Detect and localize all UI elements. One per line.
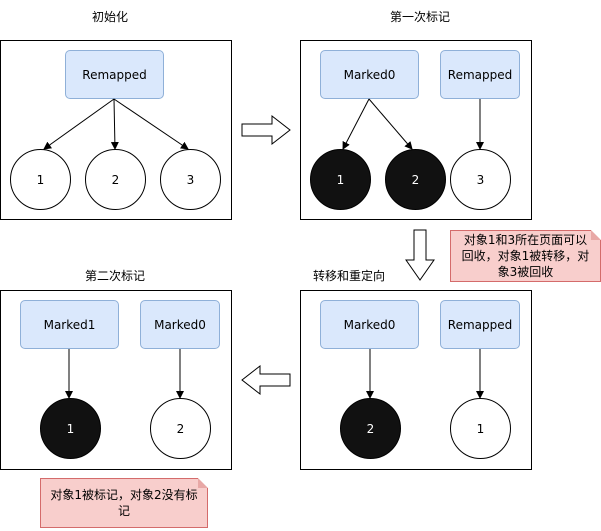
- object-node: 3: [450, 149, 511, 210]
- object-node: 2: [150, 398, 211, 459]
- object-node: 2: [85, 149, 146, 210]
- remapped-box: Remapped: [440, 50, 520, 99]
- marked0-box: Marked0: [320, 50, 419, 99]
- object-node-marked: 2: [385, 149, 446, 210]
- remapped-box: Remapped: [440, 300, 520, 349]
- panel-title-relocate: 转移和重定向: [312, 269, 385, 283]
- second-mark-note: 对象1被标记，对象2没有标记: [40, 478, 208, 528]
- panel-title-init: 初始化: [91, 10, 128, 24]
- marked0-box: Marked0: [320, 300, 419, 349]
- remapped-box: Remapped: [65, 50, 164, 99]
- flow-arrow-right: [241, 114, 291, 146]
- object-node-marked: 1: [40, 398, 101, 459]
- object-node: 1: [10, 149, 71, 210]
- object-node-marked: 1: [310, 149, 371, 210]
- panel-title-second-mark: 第二次标记: [84, 269, 145, 283]
- object-node: 3: [160, 149, 221, 210]
- object-node-marked: 2: [340, 398, 401, 459]
- marked1-box: Marked1: [20, 300, 119, 349]
- relocate-note: 对象1和3所在页面可以回收，对象1被转移，对象3被回收: [450, 230, 601, 282]
- flow-arrow-left: [241, 364, 291, 396]
- marked0-box: Marked0: [140, 300, 220, 349]
- panel-title-first-mark: 第一次标记: [389, 10, 450, 24]
- object-node: 1: [450, 398, 511, 459]
